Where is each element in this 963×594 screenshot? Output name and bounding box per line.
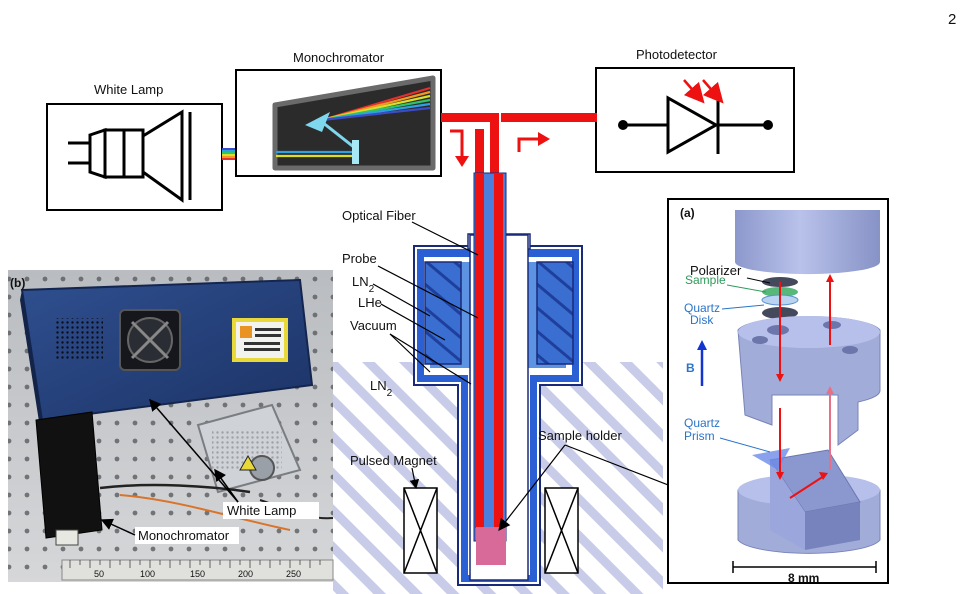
ruler-num-50: 50 [94,569,104,579]
prism-arrow-icon [305,112,330,132]
ruler-num-100: 100 [140,569,155,579]
inset-panel: (a) B [667,198,889,585]
quartz-prism-label-2: Prism [684,429,715,443]
lamp-bulb-icon [68,109,192,203]
vacuum-label: Vacuum [350,318,397,333]
sample-block [476,527,506,565]
pulsed-magnet-label: Pulsed Magnet [350,453,437,468]
probe-label: Probe [342,251,377,266]
white-lamp-title: White Lamp [94,82,163,97]
white-lamp-panel: White Lamp [46,82,223,211]
ruler-ticks [69,560,321,568]
photo-white-lamp-label: White Lamp [227,503,296,518]
exit-slit [352,140,359,164]
ruler-num-200: 200 [238,569,253,579]
monochromator-title: Monochromator [293,50,385,65]
dispersed-spectrum [276,86,431,158]
lhe-label: LHe [358,295,382,310]
scale-bar-label: 8 mm [788,571,819,585]
monochromator-panel: Monochromator [235,50,442,177]
cryostat [413,172,583,586]
photo-monochromator-label: Monochromator [138,528,230,543]
ln2-chamber-left [424,261,462,365]
photodetector-panel: Photodetector [595,47,795,173]
b-field-label: B [686,361,695,375]
photodiode-icon [618,79,773,155]
photo-panel-tag: (b) [10,276,25,290]
photo-panel: 50 100 150 200 250 (b) White Lamp Monoch… [8,270,334,582]
ruler-num-250: 250 [286,569,301,579]
polarizer-label: Polarizer [690,263,742,278]
ln2-chamber-right [536,261,574,365]
ln2-outer-label: LN2 [370,378,393,399]
quartz-disk-label-2: Disk [690,313,714,327]
photodetector-title: Photodetector [636,47,718,62]
cryostat-labels: Optical Fiber Probe LN2 LHe Vacuum LN2 P… [342,208,739,531]
optical-fiber-label: Optical Fiber [342,208,416,223]
beam-direction-arrows [450,129,550,167]
sample-label: Sample [685,273,726,287]
quartz-disk-label-1: Quartz [684,301,720,315]
ln2-inner-label: LN2 [352,274,375,295]
page-number: 2 [948,11,956,28]
inset-panel-tag: (a) [680,206,695,220]
sample-holder-label: Sample holder [538,428,622,443]
quartz-prism-label-1: Quartz [684,416,720,430]
ruler-num-150: 150 [190,569,205,579]
pulsed-magnet-coils [403,487,579,574]
